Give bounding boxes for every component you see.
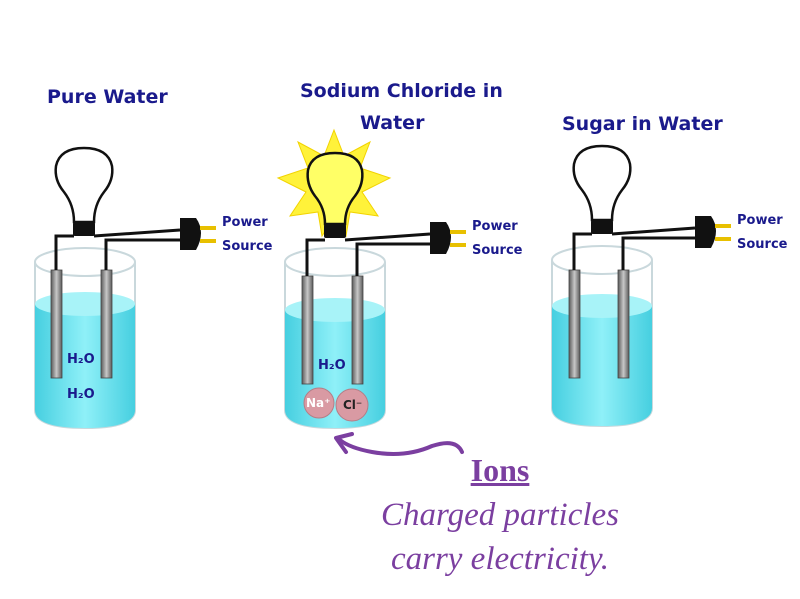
bulb-base xyxy=(73,222,95,236)
source-label: Source xyxy=(737,237,788,252)
wire-left xyxy=(572,232,592,270)
electrode-right xyxy=(100,269,113,379)
water-molecule-label: H₂O xyxy=(67,387,95,402)
wire-left xyxy=(54,234,74,270)
light-bulb-icon xyxy=(306,151,364,226)
water-molecule-label: H₂O xyxy=(318,358,346,373)
plug-icon xyxy=(180,218,201,250)
ions-arrow xyxy=(338,438,464,456)
water xyxy=(552,306,652,426)
chloride-ion-label: Cl⁻ xyxy=(343,398,363,412)
wire-right xyxy=(104,238,180,270)
electrode-left xyxy=(301,275,314,385)
light-bulb-icon xyxy=(54,146,114,224)
setup-sodium-chloride xyxy=(276,128,466,430)
electrode-left xyxy=(50,269,63,379)
chloride-ion xyxy=(335,388,369,422)
plug-icon xyxy=(430,222,451,254)
water-molecule-label: H₂O xyxy=(67,352,95,367)
light-bulb-icon xyxy=(572,144,632,222)
wire-right xyxy=(355,242,430,276)
power-label: Power xyxy=(222,215,268,230)
caption-line-2: carry electricity. xyxy=(390,541,610,577)
sodium-ion-label: Na⁺ xyxy=(306,396,331,410)
power-label: Power xyxy=(737,213,783,228)
title-pure-water: Pure Water xyxy=(47,86,168,108)
title-sodium-chloride-line1: Sodium Chloride in xyxy=(300,80,503,102)
bulb-base xyxy=(324,224,346,238)
source-label: Source xyxy=(472,243,523,258)
wire-right xyxy=(621,236,695,270)
title-sugar-water: Sugar in Water xyxy=(562,113,723,135)
sodium-ion xyxy=(303,387,335,419)
power-source-label: Power Source xyxy=(472,215,522,263)
plug-icon xyxy=(695,216,716,248)
setup-sugar-water xyxy=(551,144,731,428)
caption-line-1: Charged particles xyxy=(380,497,619,533)
power-source-label: Power Source xyxy=(737,209,787,257)
electrode-right xyxy=(617,269,630,379)
source-label: Source xyxy=(222,239,273,254)
ions-heading: Ions xyxy=(470,452,530,488)
electrode-right xyxy=(351,275,364,385)
setup-pure-water xyxy=(34,146,216,430)
ions-arrow-head xyxy=(334,432,354,454)
electrode-left xyxy=(568,269,581,379)
bulb-base xyxy=(591,220,613,234)
title-sodium-chloride-line2: Water xyxy=(360,112,425,134)
power-label: Power xyxy=(472,219,518,234)
wire-left xyxy=(305,238,325,276)
power-source-label: Power Source xyxy=(222,211,272,259)
